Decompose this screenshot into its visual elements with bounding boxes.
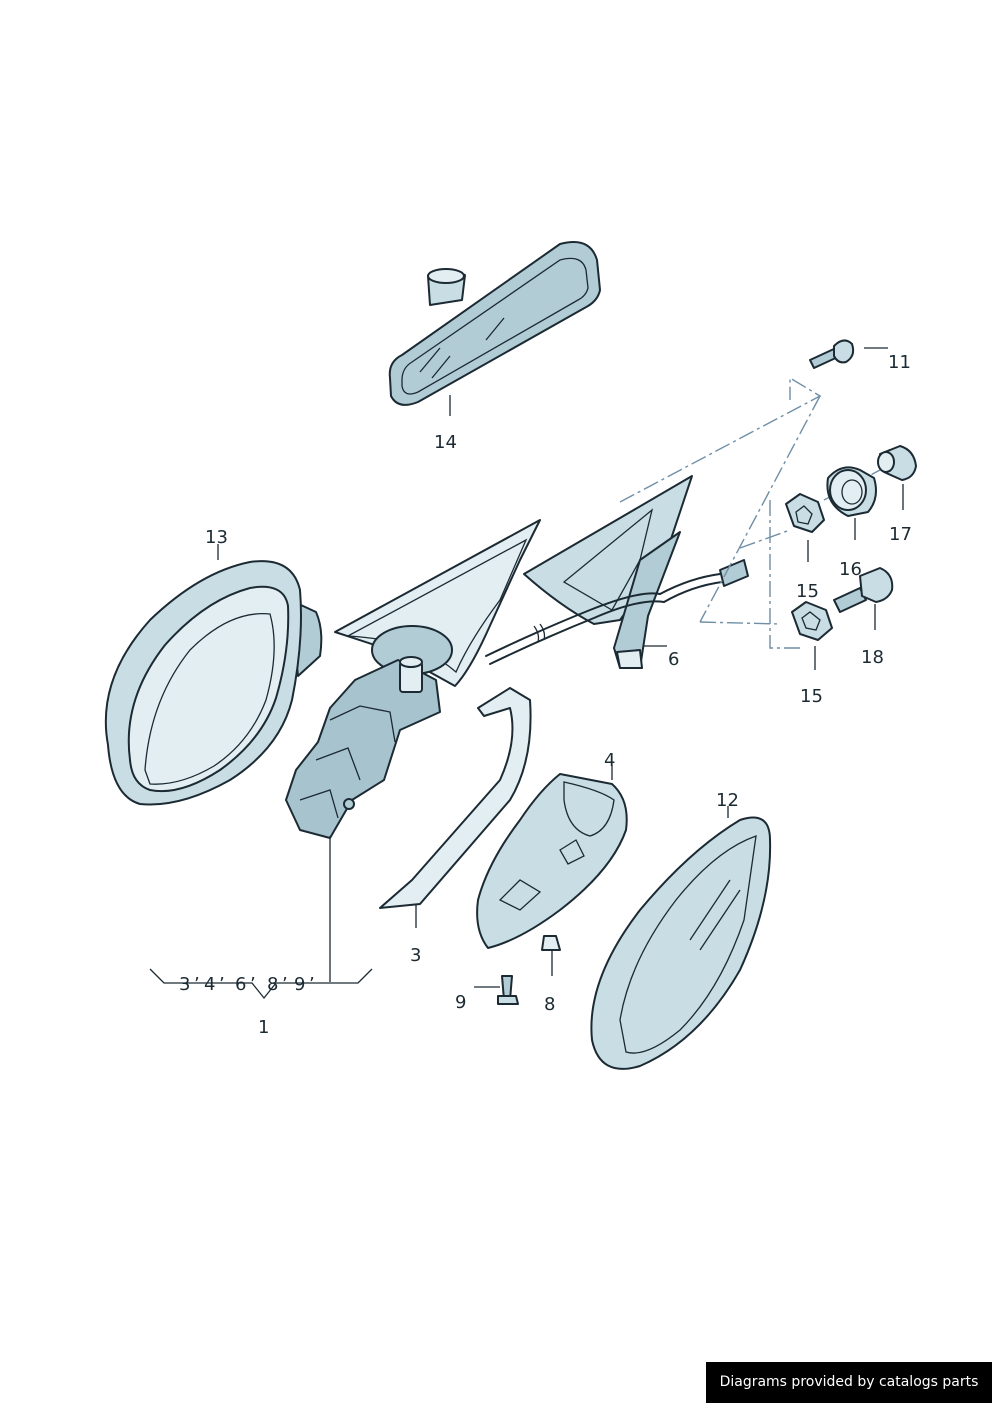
bracket-item: 9: [294, 974, 305, 995]
bracket-separator: ’: [194, 974, 200, 995]
part-17-cap: [877, 445, 917, 481]
callout-14: 14: [434, 432, 457, 453]
bracket-item: 8: [267, 974, 278, 995]
callout-labels: 14 13 11 15 16 17 18 15 6 4 12 3 9 8 1 3…: [179, 352, 912, 1038]
part-12-mirror-glass: [590, 816, 772, 1070]
callout-16: 16: [839, 559, 862, 580]
callout-18: 18: [861, 647, 884, 668]
part-11-screw: [809, 339, 855, 369]
callout-1: 1: [258, 1017, 269, 1038]
bracket-item: 3: [179, 974, 190, 995]
part-15-nut-lower: [791, 601, 833, 641]
part-14-interior-mirror: [388, 241, 601, 406]
part-4-cover-cap: [476, 773, 628, 951]
callout-15-upper: 15: [796, 581, 819, 602]
callout-8: 8: [544, 994, 555, 1015]
bracket-separator: ’: [250, 974, 256, 995]
part-9-screw: [497, 975, 519, 1005]
callout-3: 3: [410, 945, 421, 966]
part-6-corner-trim: [485, 475, 749, 669]
leader-lines: [149, 347, 904, 1000]
callout-15-lower: 15: [800, 686, 823, 707]
bracket-separator: ’: [309, 974, 315, 995]
part-18-plug: [833, 567, 894, 613]
bracket-separator: ’: [282, 974, 288, 995]
part-13-mirror-housing: [104, 560, 323, 806]
part-16-grommet: [826, 466, 877, 517]
credit-banner: Diagrams provided by catalogs parts: [706, 1362, 992, 1403]
bracket-item: 4: [204, 974, 215, 995]
callout-9: 9: [455, 992, 466, 1013]
callout-13: 13: [205, 527, 228, 548]
bracket-item: 6: [235, 974, 246, 995]
callout-17: 17: [889, 524, 912, 545]
part-15-nut-upper: [785, 493, 825, 533]
callout-6: 6: [668, 649, 679, 670]
callout-11: 11: [888, 352, 911, 373]
part-3-gasket: [379, 687, 532, 909]
part-1-mirror-assembly: [285, 519, 541, 839]
bracket-separator: ’: [219, 974, 225, 995]
callout-4: 4: [604, 750, 615, 771]
callout-12: 12: [716, 790, 739, 811]
